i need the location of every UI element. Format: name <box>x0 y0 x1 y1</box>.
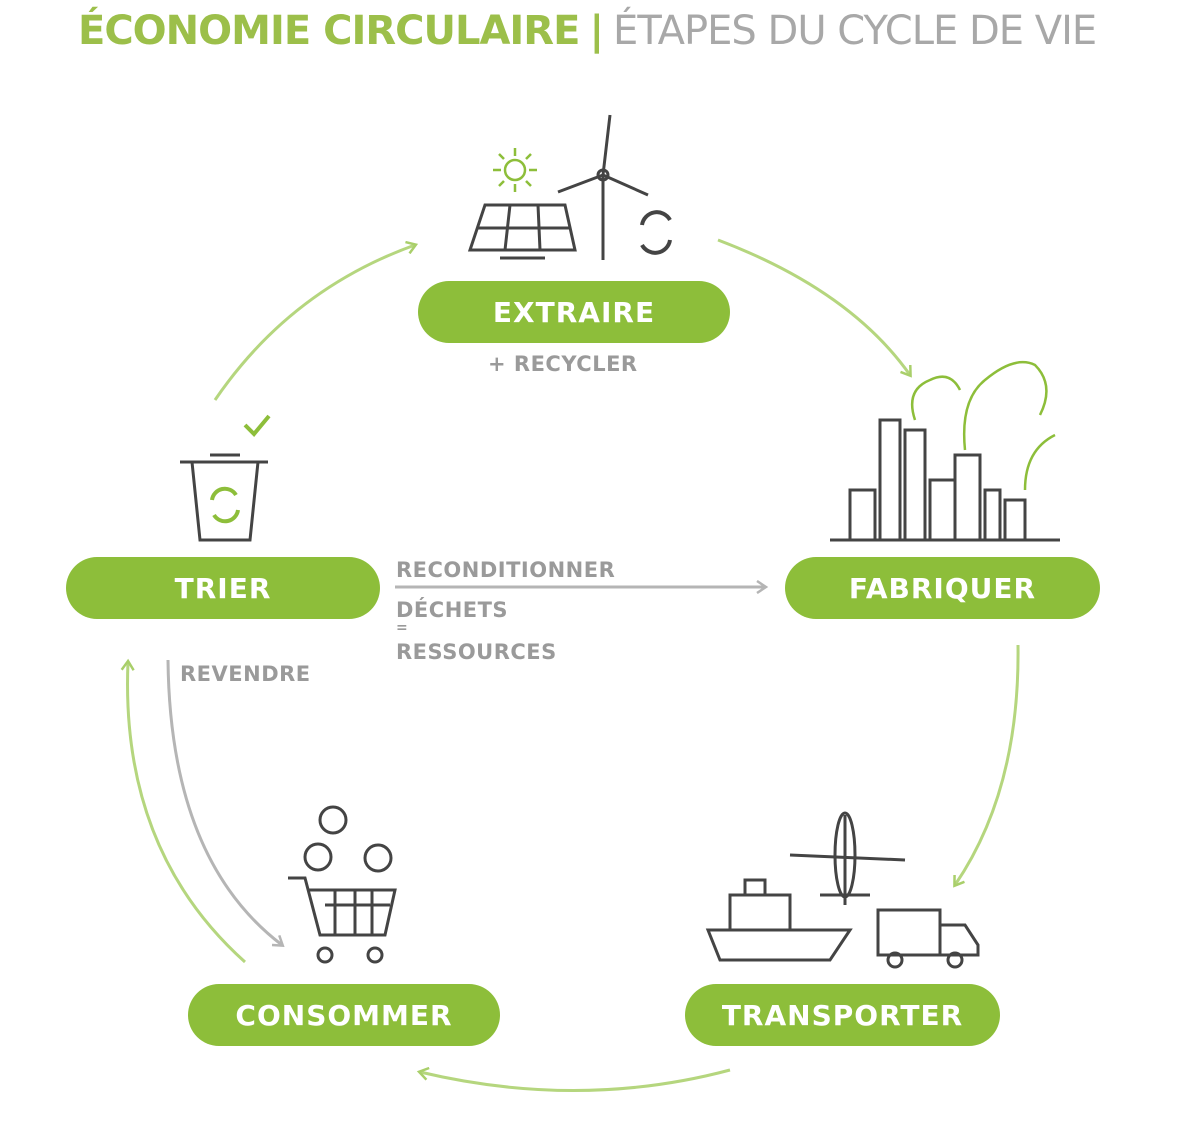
airplane-icon <box>789 811 906 905</box>
title-subtitle: ÉTAPES DU CYCLE DE VIE <box>613 8 1097 54</box>
stage-fabriquer: FABRIQUER <box>785 557 1100 619</box>
stage-transporter: TRANSPORTER <box>685 984 1000 1046</box>
arrow-trier-consommer <box>166 659 282 945</box>
ship-icon <box>705 878 853 962</box>
checkmark-icon <box>243 414 271 437</box>
title-separator: | <box>589 8 604 54</box>
label-recycler: + RECYCLER <box>488 352 638 376</box>
arrow-consommer-trier <box>128 662 247 964</box>
stage-consommer: CONSOMMER <box>188 984 500 1046</box>
label-reconditionner: RECONDITIONNER <box>396 558 616 582</box>
label-ressources: RESSOURCES <box>396 640 557 664</box>
page-title: ÉCONOMIE CIRCULAIRE|ÉTAPES DU CYCLE DE V… <box>78 8 1097 54</box>
recycling-bin-icon <box>180 453 268 542</box>
label-dechets: DÉCHETS <box>396 598 509 622</box>
truck-icon <box>876 908 980 969</box>
recycle-symbol-icon <box>210 486 240 524</box>
euro-coins-icon <box>303 805 393 873</box>
recycle-arrows-icon <box>640 210 672 255</box>
sun-icon <box>493 148 537 192</box>
smoke-icon <box>910 360 1056 491</box>
title-main: ÉCONOMIE CIRCULAIRE <box>78 8 580 54</box>
label-revendre: REVENDRE <box>180 662 311 686</box>
stage-extraire: EXTRAIRE <box>418 281 730 343</box>
shopping-cart-icon <box>288 876 397 964</box>
solar-panel-icon <box>467 203 577 260</box>
arrow-trier-extraire <box>213 245 415 401</box>
arrow-fabriquer-transporter <box>955 644 1020 885</box>
arrow-transporter-consommer <box>420 1070 731 1092</box>
wind-turbine-icon <box>557 114 649 260</box>
stage-trier: TRIER <box>66 557 380 619</box>
arrow-extraire-fabriquer <box>717 238 910 375</box>
factory-icon <box>830 418 1060 542</box>
label-equals: = <box>396 620 409 636</box>
